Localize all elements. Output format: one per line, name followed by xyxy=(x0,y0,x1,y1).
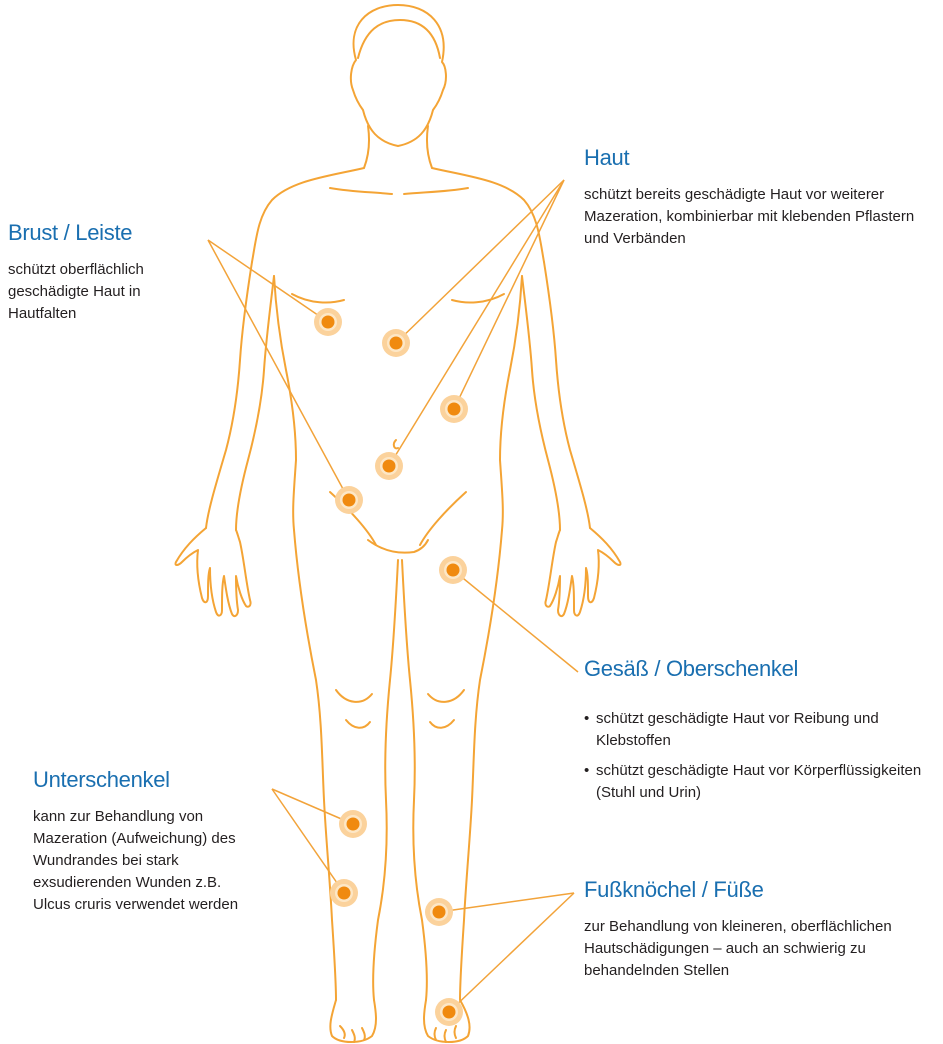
text-brust-leiste: schützt oberflächlich geschädigte Haut i… xyxy=(8,259,208,325)
marker-dot-lower-leg xyxy=(330,879,358,907)
text-unterschenkel: kann zur Behandlung von Mazeration (Aufw… xyxy=(33,806,253,916)
leader-line-fuss-2 xyxy=(449,893,574,1012)
leader-line-brust-chest xyxy=(208,240,328,322)
label-haut: Haut schützt bereits geschädigte Haut vo… xyxy=(584,145,924,250)
marker-dot-flank xyxy=(440,395,468,423)
leader-line-brust-groin xyxy=(208,240,349,500)
marker-dot-ankle xyxy=(425,898,453,926)
list-item-text: schützt geschädigte Haut vor Körperflüss… xyxy=(596,762,921,801)
heading-haut: Haut xyxy=(584,145,924,171)
bullet-list-gesaess: • schützt geschädigte Haut vor Reibung u… xyxy=(584,708,924,804)
list-item: • schützt geschädigte Haut vor Körperflü… xyxy=(584,760,924,804)
heading-brust-leiste: Brust / Leiste xyxy=(8,220,208,246)
marker-dot-chest xyxy=(314,308,342,336)
marker-dot-foot xyxy=(435,998,463,1026)
marker-dot-sternum xyxy=(382,329,410,357)
bullet-glyph: • xyxy=(584,708,589,730)
leader-line-fuss-1 xyxy=(439,893,574,912)
label-fussknoechel-fuesse: Fußknöchel / Füße zur Behandlung von kle… xyxy=(584,877,943,982)
marker-dot-abdomen xyxy=(375,452,403,480)
label-brust-leiste: Brust / Leiste schützt oberflächlich ges… xyxy=(8,220,208,325)
marker-dot-thigh xyxy=(439,556,467,584)
label-unterschenkel: Unterschenkel kann zur Behandlung von Ma… xyxy=(33,767,253,916)
marker-dot-groin xyxy=(335,486,363,514)
heading-unterschenkel: Unterschenkel xyxy=(33,767,253,793)
bullet-glyph: • xyxy=(584,760,589,782)
list-item-text: schützt geschädigte Haut vor Reibung und… xyxy=(596,710,879,749)
text-fussknoechel-fuesse: zur Behandlung von kleineren, oberflächl… xyxy=(584,916,943,982)
leader-line-haut-3 xyxy=(389,180,564,466)
list-item: • schützt geschädigte Haut vor Reibung u… xyxy=(584,708,924,752)
text-haut: schützt bereits geschädigte Haut vor wei… xyxy=(584,184,924,250)
label-gesaess-oberschenkel: Gesäß / Oberschenkel • schützt geschädig… xyxy=(584,656,924,812)
heading-gesaess-oberschenkel: Gesäß / Oberschenkel xyxy=(584,656,924,682)
heading-fussknoechel-fuesse: Fußknöchel / Füße xyxy=(584,877,943,903)
marker-dot-shin xyxy=(339,810,367,838)
